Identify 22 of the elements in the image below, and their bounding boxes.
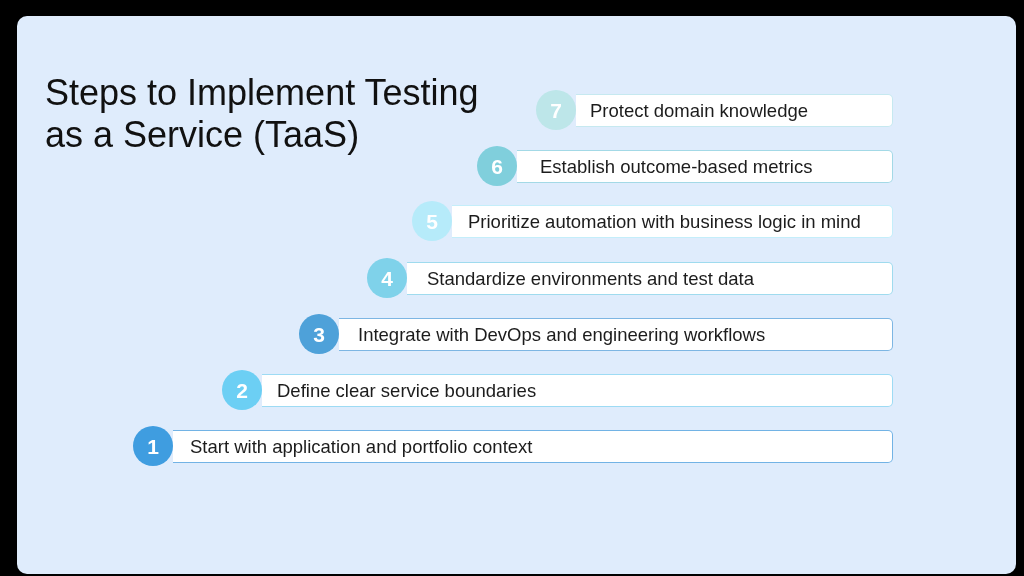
step-number: 5 [426,210,438,232]
step-number: 2 [236,379,248,401]
step-number: 6 [491,155,503,177]
step-bar [576,94,893,127]
step-text: Prioritize automation with business logic in mind [468,210,861,233]
step-number: 7 [550,99,562,121]
step-text: Standardize environments and test data [427,267,755,290]
step-bar [262,374,893,407]
step-number: 1 [147,435,159,457]
step-text: Protect domain knowledge [590,99,809,122]
step-bar [173,430,893,463]
step-text: Establish outcome-based metrics [540,155,813,178]
step-bar [407,262,893,295]
step-bar [517,150,893,183]
step-text: Start with application and portfolio context [190,435,533,458]
title: Steps to Implement Testing as a Service (TaaS) [45,72,480,156]
step-bar [339,318,893,351]
step-text: Integrate with DevOps and engineering workflows [358,323,766,346]
step-number: 3 [313,323,325,345]
step-number: 4 [381,267,393,289]
step-bar [452,205,893,238]
step-text: Define clear service boundaries [277,379,537,402]
